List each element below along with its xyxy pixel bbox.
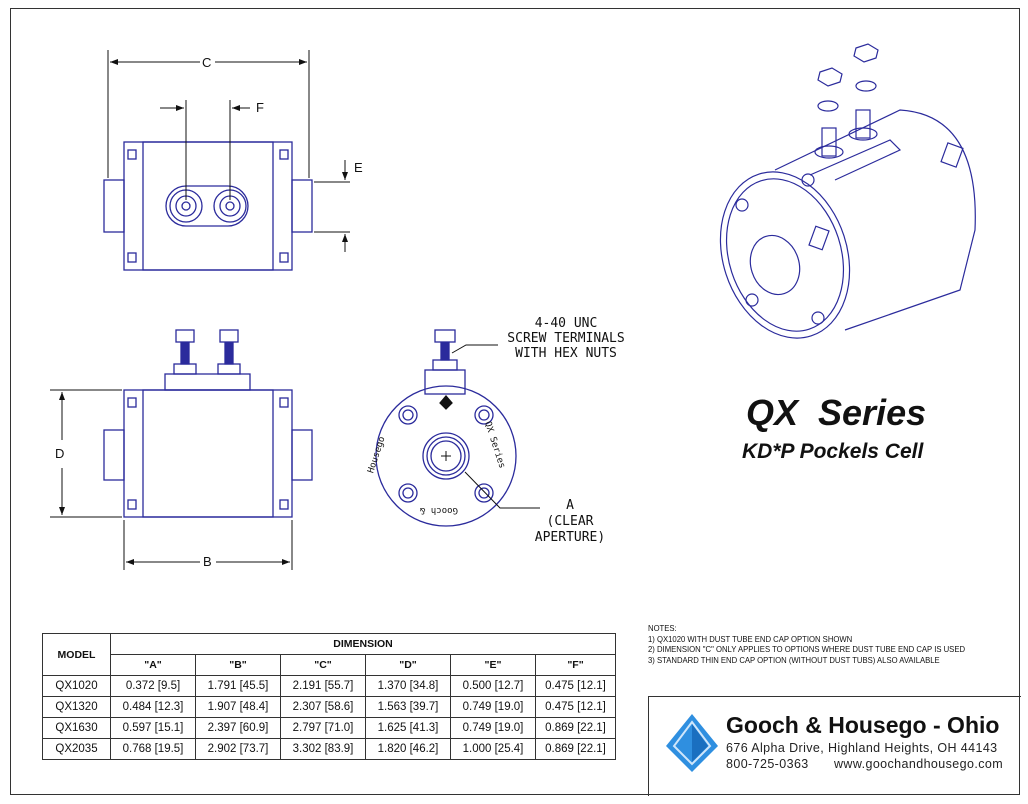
- callout-line: 4-40 UNC: [534, 316, 598, 331]
- note-item: 2) DIMENSION "C" ONLY APPLIES TO OPTIONS…: [648, 644, 966, 654]
- company-logo-icon: [666, 714, 718, 772]
- isometric-view: [719, 43, 976, 339]
- column-header: "A": [110, 654, 196, 676]
- table-cell: 0.372 [9.5]: [110, 675, 196, 697]
- table-cell: 2.307 [58.6]: [280, 696, 366, 718]
- dimension-label-d: D: [55, 446, 65, 461]
- table-cell: 0.749 [19.0]: [450, 717, 536, 739]
- table-cell: 0.475 [12.1]: [535, 675, 616, 697]
- note-item: 3) STANDARD THIN END CAP OPTION (WITHOUT…: [648, 654, 940, 665]
- company-address: 676 Alpha Drive, Highland Heights, OH 44…: [726, 741, 998, 755]
- engraving-bottom: Gooch &: [420, 505, 458, 515]
- dimension-label-e: E: [354, 160, 363, 175]
- aperture-callout: A (CLEAR APERTURE): [512, 498, 628, 546]
- dimension-label-f: F: [256, 100, 264, 115]
- table-cell: 0.597 [15.1]: [110, 717, 196, 739]
- terminal-callout: 4-40 UNC SCREW TERMINALS WITH HEX NUTS: [496, 316, 636, 361]
- table-cell: 1.791 [45.5]: [195, 675, 281, 697]
- table-cell: 2.191 [55.7]: [280, 675, 366, 697]
- company-name: Gooch & Housego - Ohio: [726, 712, 1000, 738]
- table-cell: 1.625 [41.3]: [365, 717, 451, 739]
- company-phone: 800-725-0363: [726, 757, 809, 771]
- table-cell: 2.902 [73.7]: [195, 738, 281, 760]
- product-subtitle: KD*P Pockels Cell: [742, 440, 924, 463]
- table-cell: 1.370 [34.8]: [365, 675, 451, 697]
- table-row: QX1630 0.597 [15.1] 2.397 [60.9] 2.797 […: [42, 717, 616, 739]
- side-view: [103, 329, 313, 518]
- dimension-table: MODEL DIMENSION "A" "B" "C" "D" "E" "F" …: [42, 633, 616, 760]
- table-cell: 2.797 [71.0]: [280, 717, 366, 739]
- table-cell: 0.475 [12.1]: [535, 696, 616, 718]
- table-cell: 0.484 [12.3]: [110, 696, 196, 718]
- table-cell: 1.820 [46.2]: [365, 738, 451, 760]
- table-cell: 0.768 [19.5]: [110, 738, 196, 760]
- table-cell: 3.302 [83.9]: [280, 738, 366, 760]
- notes-heading: NOTES:: [648, 623, 677, 633]
- dimension-label-c: C: [202, 55, 212, 70]
- end-view: [375, 329, 517, 527]
- table-cell: 0.500 [12.7]: [450, 675, 536, 697]
- column-header: "C": [280, 654, 366, 676]
- drawing-border: [10, 8, 1020, 795]
- top-view: [103, 141, 313, 271]
- column-header: "D": [365, 654, 451, 676]
- callout-line: SCREW TERMINALS: [507, 331, 625, 346]
- dimension-header: DIMENSION: [110, 633, 616, 655]
- table-row: QX1320 0.484 [12.3] 1.907 [48.4] 2.307 […: [42, 696, 616, 718]
- callout-line: A: [566, 498, 574, 513]
- callout-line: WITH HEX NUTS: [515, 346, 617, 361]
- product-title: QX Series: [746, 392, 927, 433]
- title-block: [648, 696, 1021, 796]
- table-cell: 1.563 [39.7]: [365, 696, 451, 718]
- table-cell: 0.869 [22.1]: [535, 717, 616, 739]
- company-website[interactable]: www.goochandhousego.com: [834, 757, 1004, 771]
- model-cell: QX2035: [42, 738, 111, 760]
- table-cell: 1.000 [25.4]: [450, 738, 536, 760]
- model-cell: QX1020: [42, 675, 111, 697]
- column-header: "F": [535, 654, 616, 676]
- table-row: QX2035 0.768 [19.5] 2.902 [73.7] 3.302 […: [42, 738, 616, 760]
- column-header: "E": [450, 654, 536, 676]
- model-cell: QX1630: [42, 717, 111, 739]
- table-cell: 0.749 [19.0]: [450, 696, 536, 718]
- model-header: MODEL: [42, 633, 111, 676]
- table-row: QX1020 0.372 [9.5] 1.791 [45.5] 2.191 [5…: [42, 675, 616, 697]
- table-cell: 0.869 [22.1]: [535, 738, 616, 760]
- callout-line: (CLEAR APERTURE): [534, 514, 606, 545]
- note-item: 1) QX1020 WITH DUST TUBE END CAP OPTION …: [648, 633, 853, 644]
- notes: NOTES: 1) QX1020 WITH DUST TUBE END CAP …: [648, 623, 965, 665]
- table-cell: 1.907 [48.4]: [195, 696, 281, 718]
- model-cell: QX1320: [42, 696, 111, 718]
- dimension-label-b: B: [203, 554, 212, 569]
- column-header: "B": [195, 654, 281, 676]
- table-cell: 2.397 [60.9]: [195, 717, 281, 739]
